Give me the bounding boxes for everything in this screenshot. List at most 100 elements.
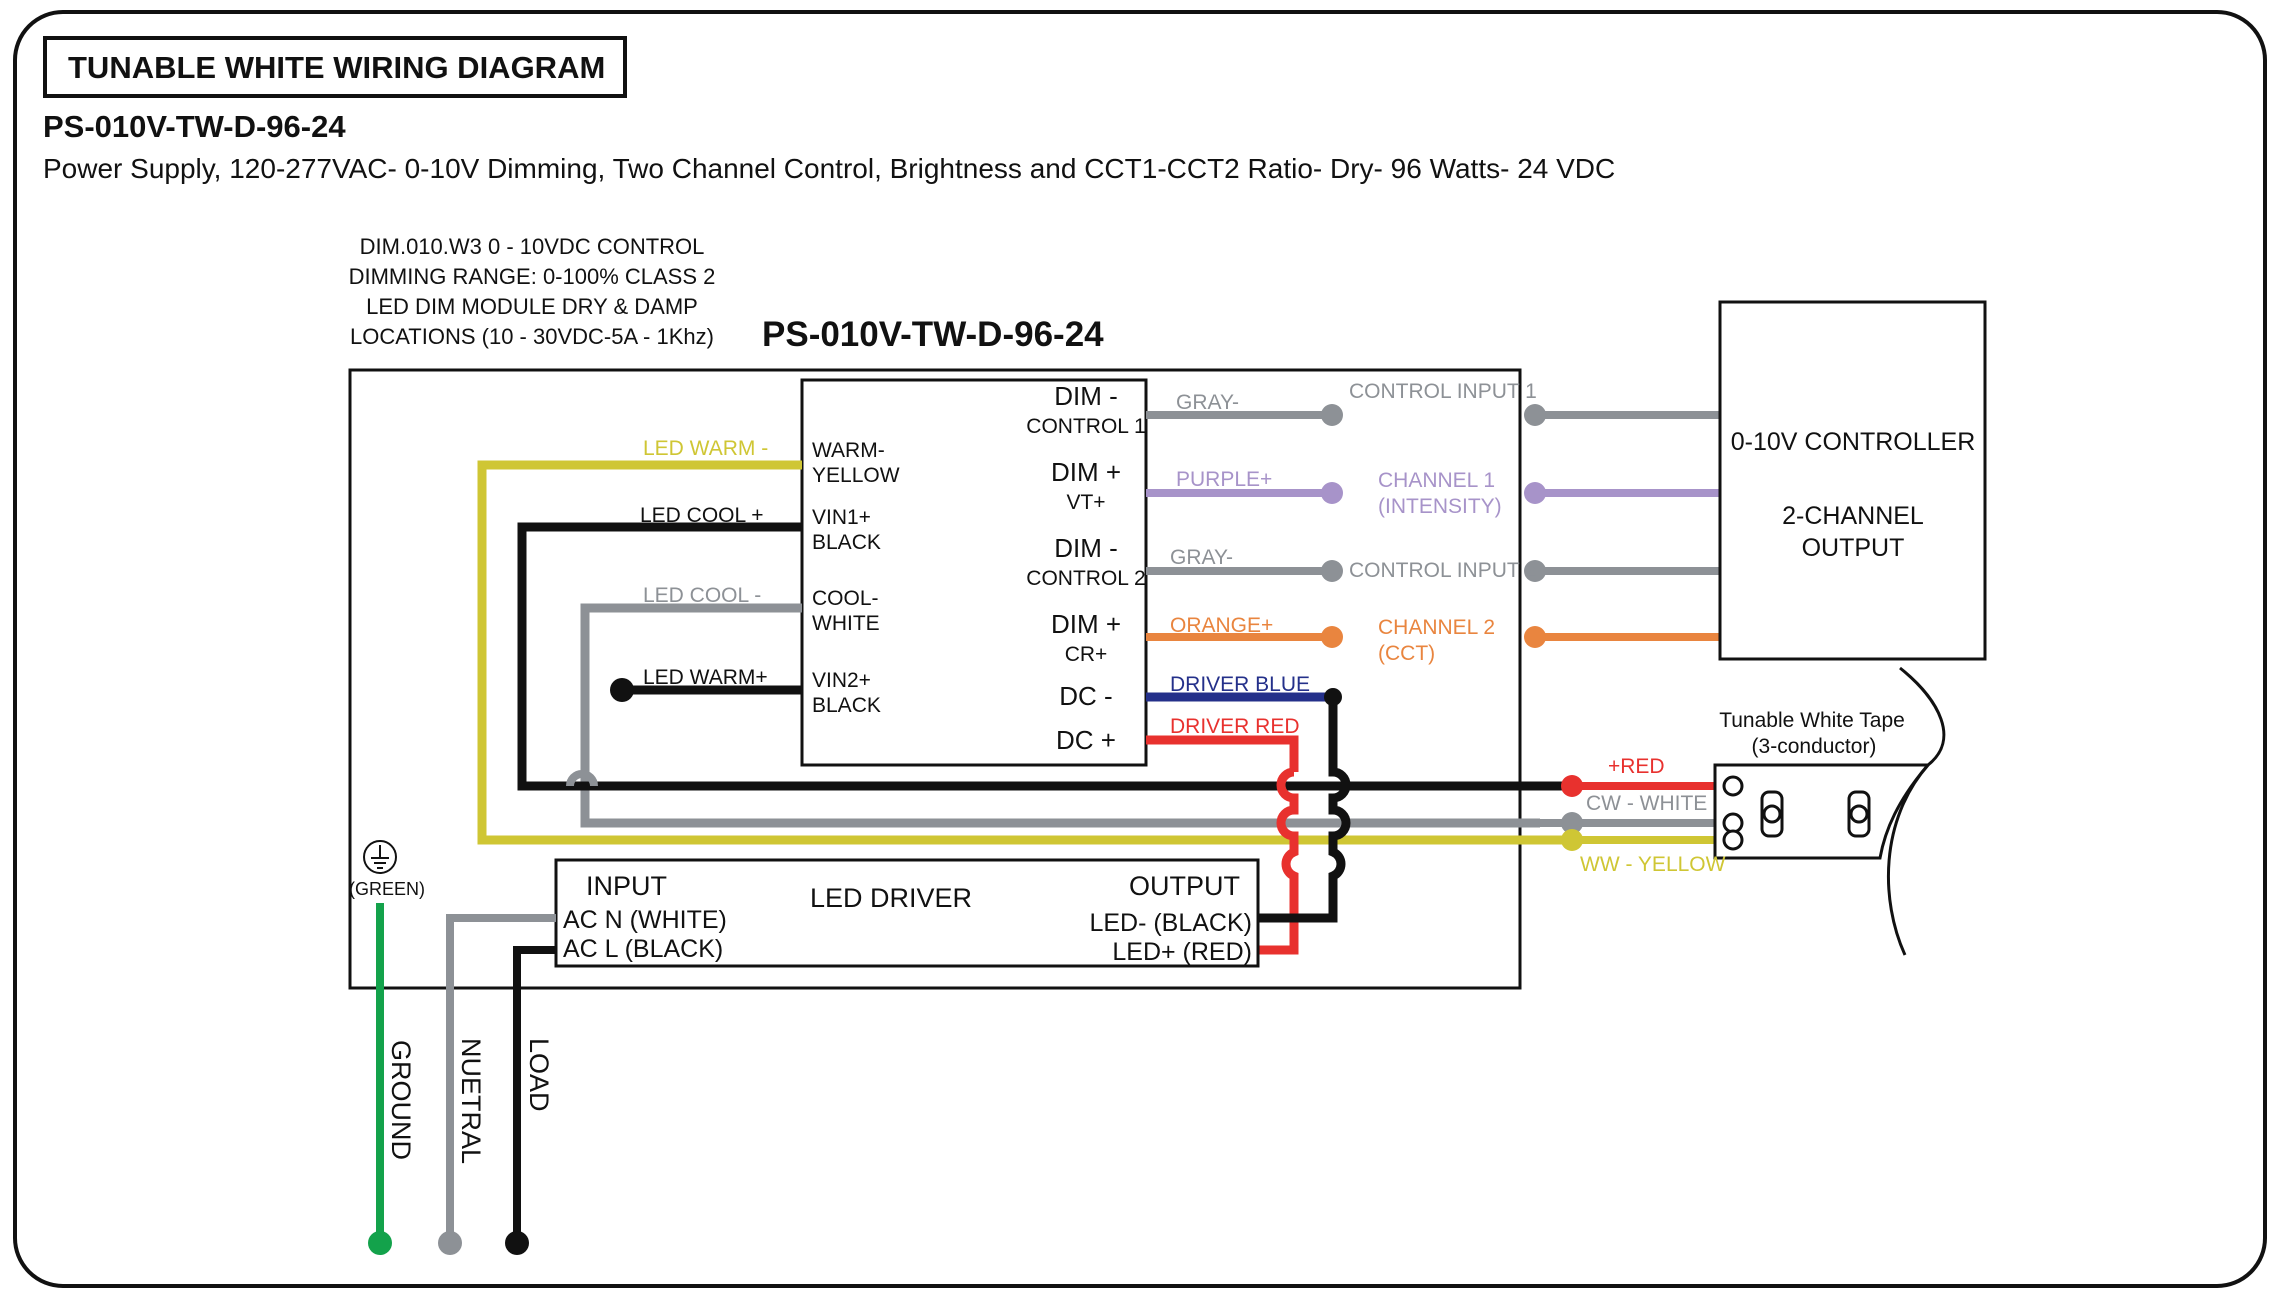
module-note: DIM.010.W3 0 - 10VDC CONTROL DIMMING RAN… xyxy=(349,234,716,349)
terminal-dim-vt: VT+ xyxy=(1066,491,1105,514)
title-box xyxy=(43,36,627,98)
driver-name: LED DRIVER xyxy=(810,883,972,913)
driver-output-label: OUTPUT xyxy=(1129,871,1240,901)
connector-dot xyxy=(1524,482,1546,504)
tape-tear-edge xyxy=(1886,666,1946,956)
terminal-vin2-label: BLACK xyxy=(812,694,881,717)
tape-pad xyxy=(1722,829,1744,851)
connector-dot xyxy=(1321,404,1343,426)
wire-driver-red xyxy=(1146,735,1299,772)
wire-junction-dot xyxy=(1324,688,1342,706)
tape-subtitle: (3-conductor) xyxy=(1752,735,1877,758)
controller-title: 0-10V CONTROLLER xyxy=(1731,428,1976,456)
ground-icon xyxy=(363,840,397,874)
connector-dot xyxy=(1321,626,1343,648)
connector-dot xyxy=(1321,560,1343,582)
connector-dot-red xyxy=(1561,775,1583,797)
terminal-warm-label: YELLOW xyxy=(812,464,900,487)
module-note-line: DIMMING RANGE: 0-100% CLASS 2 xyxy=(349,264,716,289)
led-driver-box xyxy=(554,858,1260,968)
label-control-input-2: CONTROL INPUT 2 xyxy=(1349,559,1537,582)
diagram-title: TUNABLE WHITE WIRING DIAGRAM xyxy=(68,50,605,85)
terminal-vin2-label: VIN2+ xyxy=(812,669,871,692)
tape-led-icon xyxy=(1760,790,1784,838)
label-led-cool-minus: LED COOL - xyxy=(643,584,761,607)
terminal-dim-control1: CONTROL 1 xyxy=(1026,415,1145,438)
driver-led-minus-label: LED- (BLACK) xyxy=(1089,909,1252,937)
terminal-dim-control2: DIM - xyxy=(1054,533,1118,563)
terminal-dc-minus: DC - xyxy=(1059,681,1112,711)
terminal-dim-cr: DIM + xyxy=(1051,609,1121,639)
label-orange: ORANGE+ xyxy=(1170,614,1273,637)
tape-title: Tunable White Tape xyxy=(1719,709,1905,732)
enclosure-title: PS-010V-TW-D-96-24 xyxy=(762,315,1104,354)
driver-acl-label: AC L (BLACK) xyxy=(563,935,723,963)
connector-dot xyxy=(1524,626,1546,648)
terminal-cool-label: WHITE xyxy=(812,612,880,635)
label-channel-2: CHANNEL 2 xyxy=(1378,616,1495,639)
wire-crossover xyxy=(566,770,598,787)
module-note-line: LOCATIONS (10 - 30VDC-5A - 1Khz) xyxy=(350,324,714,349)
terminal-dim-control1: DIM - xyxy=(1054,381,1118,411)
connector-dot xyxy=(1321,482,1343,504)
wire-end-dot xyxy=(368,1231,392,1255)
module-note-line: DIM.010.W3 0 - 10VDC CONTROL xyxy=(360,234,705,259)
label-neutral: NUETRAL xyxy=(456,1038,486,1164)
terminal-cool-label: COOL- xyxy=(812,587,879,610)
label-led-warm-plus: LED WARM+ xyxy=(643,666,768,689)
label-channel-1: CHANNEL 1 xyxy=(1378,469,1495,492)
terminal-dim-cr: CR+ xyxy=(1065,643,1108,666)
label-gray1: GRAY- xyxy=(1176,391,1239,414)
ground-color-label: (GREEN) xyxy=(349,879,425,899)
wire-end-dot xyxy=(610,678,634,702)
terminal-vin1-label: BLACK xyxy=(812,531,881,554)
terminal-vin1-label: VIN1+ xyxy=(812,506,871,529)
terminal-dc-plus: DC + xyxy=(1056,725,1116,755)
tape-label-red: +RED xyxy=(1608,755,1665,778)
controller-output: 2-CHANNEL xyxy=(1782,502,1924,530)
label-channel-2: (CCT) xyxy=(1378,642,1435,665)
wire-end-dot xyxy=(438,1231,462,1255)
model-description: Power Supply, 120-277VAC- 0-10V Dimming,… xyxy=(43,153,1615,184)
label-channel-1: (INTENSITY) xyxy=(1378,495,1502,518)
label-driver-red: DRIVER RED xyxy=(1170,715,1300,738)
connector-dot xyxy=(1524,560,1546,582)
tape-label-yellow: WW - YELLOW xyxy=(1580,853,1726,876)
model-number: PS-010V-TW-D-96-24 xyxy=(43,109,346,144)
terminal-warm-label: WARM- xyxy=(812,439,885,462)
label-purple: PURPLE+ xyxy=(1176,468,1272,491)
controller-output: OUTPUT xyxy=(1802,534,1905,562)
wire-led-cool-minus xyxy=(580,603,1540,828)
label-gray2: GRAY- xyxy=(1170,546,1233,569)
driver-acn-label: AC N (WHITE) xyxy=(563,906,727,934)
label-led-cool-plus: LED COOL + xyxy=(640,504,764,527)
wire-led-warm-minus xyxy=(477,460,1565,845)
tape-pad xyxy=(1722,775,1744,797)
terminal-dim-vt: DIM + xyxy=(1051,457,1121,487)
connector-dot-yellow xyxy=(1561,829,1583,851)
label-control-input-1: CONTROL INPUT 1 xyxy=(1349,380,1537,403)
connector-dot xyxy=(1524,404,1546,426)
label-driver-blue: DRIVER BLUE xyxy=(1170,673,1310,696)
label-led-warm-minus: LED WARM - xyxy=(643,437,768,460)
power-supply-enclosure xyxy=(348,368,1522,990)
controller-box xyxy=(1718,300,1987,661)
module-note-line: LED DIM MODULE DRY & DAMP xyxy=(366,294,698,319)
outer-frame xyxy=(13,10,2267,1288)
driver-input-label: INPUT xyxy=(586,871,667,901)
tape-pad xyxy=(1722,812,1744,834)
wire-led-cool-plus xyxy=(517,522,1565,791)
wire-neutral xyxy=(446,914,556,1243)
tape-label-white: CW - WHITE xyxy=(1586,792,1707,815)
wire-end-dot xyxy=(505,1231,529,1255)
terminal-dim-control2: CONTROL 2 xyxy=(1026,567,1145,590)
tape-strip xyxy=(1713,763,1932,860)
wire-driver-red-jump xyxy=(1258,767,1299,955)
tape-led-icon xyxy=(1847,790,1871,838)
wire-load xyxy=(513,946,556,1243)
driver-led-plus-label: LED+ (RED) xyxy=(1112,938,1252,966)
label-load: LOAD xyxy=(524,1038,554,1112)
connector-dot-white xyxy=(1561,812,1583,834)
label-ground: GROUND xyxy=(386,1040,416,1160)
